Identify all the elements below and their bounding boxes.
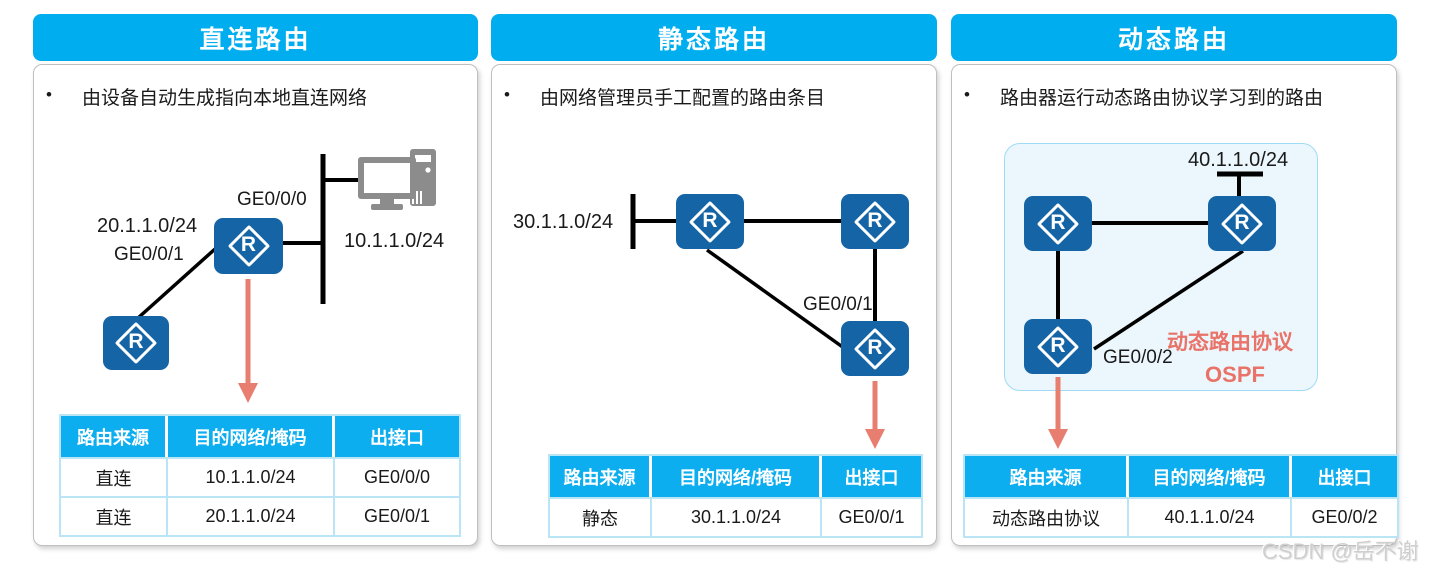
bullet-line: • 由设备自动生成指向本地直连网络 <box>46 83 367 110</box>
router-letter: R <box>1050 333 1066 357</box>
router-letter: R <box>1234 210 1250 234</box>
network-label-20: 20.1.1.0/24 <box>97 215 198 237</box>
cell-source: 直连 <box>61 496 168 535</box>
router-icon: R <box>1208 196 1276 251</box>
bullet-dot: • <box>964 85 970 104</box>
route-table-direct: 路由来源 目的网络/掩码 出接口 直连 10.1.1.0/24 GE0/0/0 … <box>59 414 461 537</box>
panel-title: 静态路由 <box>657 25 770 54</box>
route-table-header-row: 路由来源 目的网络/掩码 出接口 <box>965 456 1397 497</box>
cell-interface: GE0/0/1 <box>822 497 921 536</box>
router-icon: R <box>841 194 909 249</box>
panel-title: 直连路由 <box>199 25 312 54</box>
bullet-text: 由设备自动生成指向本地直连网络 <box>82 88 368 109</box>
panel-header-dynamic-route: 动态路由 <box>951 14 1397 61</box>
desktop-pc-icon <box>358 149 436 210</box>
route-table-row: 直连 10.1.1.0/24 GE0/0/0 <box>61 457 459 496</box>
port-label-ge001: GE0/0/1 <box>114 244 184 265</box>
panel-header-static-route: 静态路由 <box>491 14 937 61</box>
down-arrow-head <box>1048 429 1068 449</box>
protocol-name-label: OSPF <box>1205 362 1265 387</box>
col-header-interface: 出接口 <box>335 416 459 457</box>
cell-interface: GE0/0/0 <box>335 457 459 496</box>
router-letter: R <box>1050 210 1066 234</box>
router-letter: R <box>240 233 257 257</box>
router-icon: R <box>676 194 744 249</box>
port-label-ge001: GE0/0/1 <box>803 294 873 315</box>
bullet-line: • 由网络管理员手工配置的路由条目 <box>504 83 825 110</box>
col-header-destination: 目的网络/掩码 <box>1129 456 1292 497</box>
col-header-source: 路由来源 <box>61 416 168 457</box>
cell-destination: 40.1.1.0/24 <box>1129 497 1292 536</box>
cell-destination: 10.1.1.0/24 <box>168 457 335 496</box>
panel-body-dynamic-route: • 路由器运行动态路由协议学习到的路由 R R R 40.1.1.0/24 GE… <box>951 64 1399 546</box>
cell-interface: GE0/0/1 <box>335 496 459 535</box>
router-letter: R <box>867 335 883 359</box>
router-icon: R <box>1024 196 1092 251</box>
bullet-line: • 路由器运行动态路由协议学习到的路由 <box>964 83 1323 110</box>
bullet-text: 路由器运行动态路由协议学习到的路由 <box>1000 88 1324 109</box>
panel-body-direct-route: • 由设备自动生成指向本地直连网络 R <box>33 64 478 546</box>
network-label-40: 40.1.1.0/24 <box>1188 149 1289 171</box>
panel-title: 动态路由 <box>1117 25 1230 54</box>
protocol-title-label: 动态路由协议 <box>1167 331 1293 354</box>
route-table-header-row: 路由来源 目的网络/掩码 出接口 <box>550 456 921 497</box>
router-icon: R <box>103 316 169 370</box>
route-table-row: 直连 20.1.1.0/24 GE0/0/1 <box>61 496 459 535</box>
route-table-header-row: 路由来源 目的网络/掩码 出接口 <box>61 416 459 457</box>
bullet-dot: • <box>46 85 52 104</box>
network-label-30: 30.1.1.0/24 <box>513 211 614 233</box>
route-table-dynamic: 路由来源 目的网络/掩码 出接口 动态路由协议 40.1.1.0/24 GE0/… <box>963 454 1399 538</box>
route-table-row: 动态路由协议 40.1.1.0/24 GE0/0/2 <box>965 497 1397 536</box>
route-table-static: 路由来源 目的网络/掩码 出接口 静态 30.1.1.0/24 GE0/0/1 <box>548 454 923 538</box>
col-header-source: 路由来源 <box>965 456 1129 497</box>
down-arrow-head <box>238 383 258 403</box>
panel-body-static-route: • 由网络管理员手工配置的路由条目 R R R 30.1.1.0/24 GE0/… <box>491 64 937 546</box>
route-table-row: 静态 30.1.1.0/24 GE0/0/1 <box>550 497 921 536</box>
router-letter: R <box>867 208 883 232</box>
router-letter: R <box>128 330 144 354</box>
down-arrow-head <box>865 429 885 449</box>
port-label-ge002: GE0/0/2 <box>1103 347 1173 368</box>
cell-destination: 20.1.1.0/24 <box>168 496 335 535</box>
col-header-source: 路由来源 <box>550 456 652 497</box>
cell-source: 直连 <box>61 457 168 496</box>
col-header-destination: 目的网络/掩码 <box>652 456 822 497</box>
cell-source: 静态 <box>550 497 652 536</box>
bullet-text: 由网络管理员手工配置的路由条目 <box>540 88 826 109</box>
cell-destination: 30.1.1.0/24 <box>652 497 822 536</box>
router-icon: R <box>214 218 283 274</box>
port-label-ge000: GE0/0/0 <box>237 189 307 210</box>
col-header-interface: 出接口 <box>822 456 921 497</box>
col-header-destination: 目的网络/掩码 <box>168 416 335 457</box>
router-icon: R <box>1024 319 1092 374</box>
cell-interface: GE0/0/2 <box>1292 497 1397 536</box>
router-icon: R <box>841 321 909 376</box>
cell-source: 动态路由协议 <box>965 497 1129 536</box>
router-letter: R <box>702 208 718 232</box>
csdn-watermark: CSDN @岳不谢 <box>1262 539 1419 564</box>
bullet-dot: • <box>504 85 510 104</box>
network-label-10: 10.1.1.0/24 <box>344 230 445 252</box>
panel-header-direct-route: 直连路由 <box>33 14 478 61</box>
col-header-interface: 出接口 <box>1292 456 1397 497</box>
